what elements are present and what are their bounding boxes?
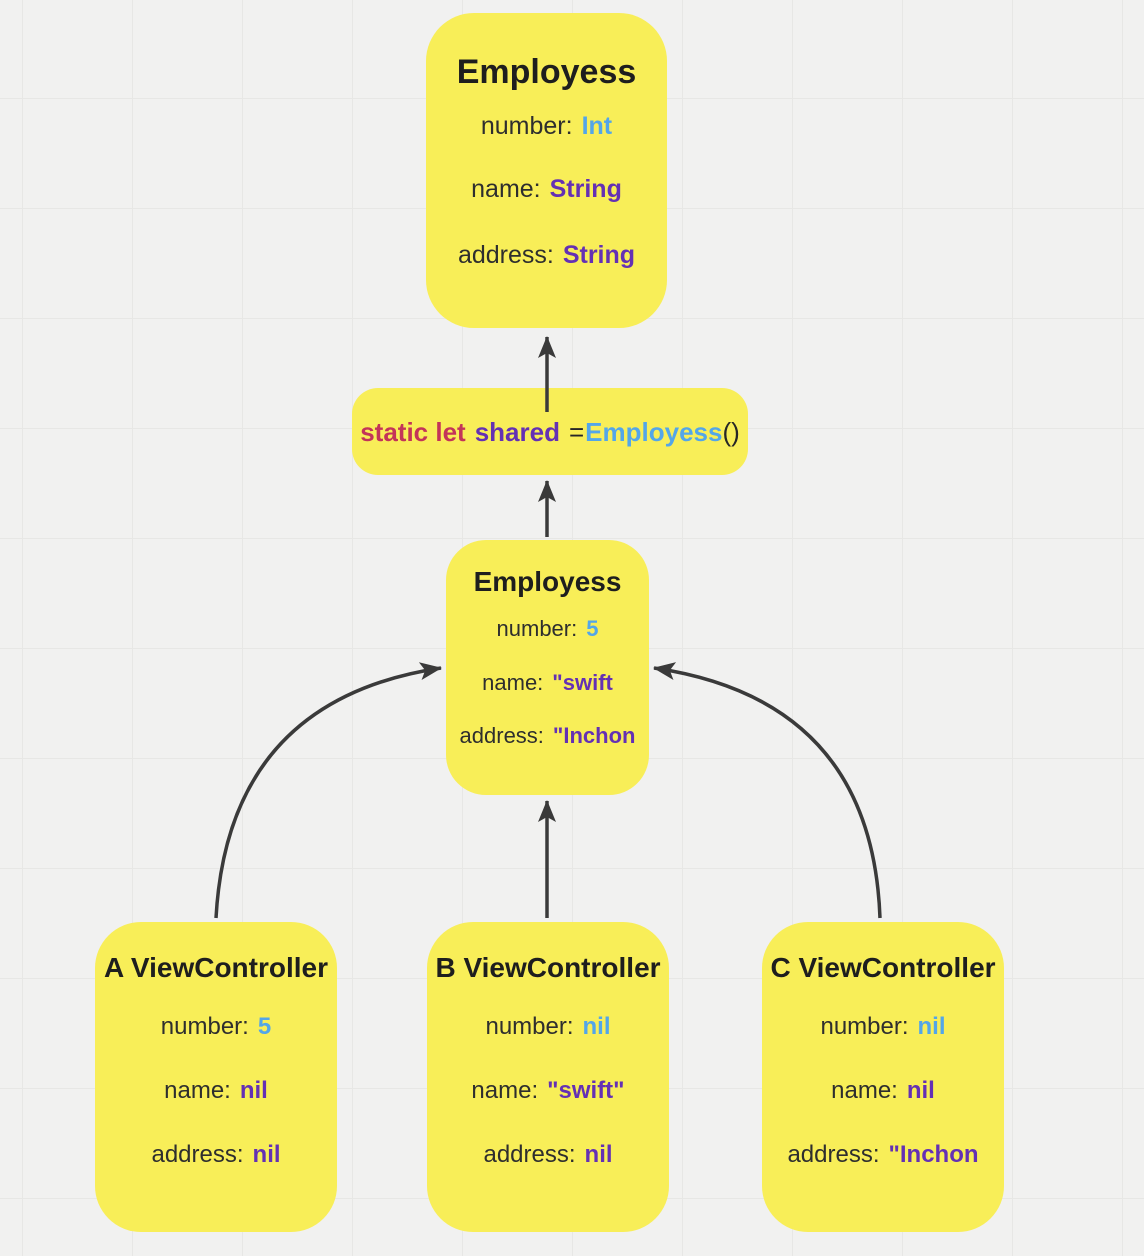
- code-property: shared: [474, 416, 560, 447]
- node-title: Employess: [473, 566, 622, 597]
- field-value: nil: [917, 1013, 946, 1041]
- field-address: address: nil: [483, 1141, 612, 1170]
- field-value: nil: [239, 1076, 268, 1104]
- code-type: Employess: [585, 416, 723, 447]
- field-value: "Inchon: [552, 722, 636, 748]
- field-value: nil: [906, 1076, 935, 1104]
- code-keyword: static let: [360, 416, 466, 447]
- field-value: String: [562, 241, 636, 270]
- field-label: address:: [787, 1140, 880, 1168]
- field-value: nil: [584, 1140, 613, 1168]
- field-name: name: nil: [831, 1077, 935, 1106]
- field-address: address: nil: [151, 1141, 280, 1170]
- field-value: Int: [581, 112, 613, 141]
- arrow-vc-a-to-instance[interactable]: [214, 662, 442, 919]
- node-a-viewcontroller[interactable]: A ViewController number: 5 name: nil add…: [95, 922, 337, 1232]
- field-value: 5: [257, 1013, 272, 1041]
- field-name: name: nil: [164, 1077, 268, 1106]
- field-value: "swift": [547, 1076, 625, 1104]
- node-title: Employess: [456, 53, 637, 91]
- field-value: nil: [252, 1140, 281, 1168]
- field-label: name:: [164, 1076, 231, 1104]
- field-label: name:: [471, 1076, 539, 1104]
- node-b-viewcontroller[interactable]: B ViewController number: nil name: "swif…: [427, 922, 669, 1232]
- field-label: name:: [471, 175, 541, 204]
- field-value: 5: [586, 616, 599, 642]
- node-title: A ViewController: [103, 952, 329, 983]
- node-title: C ViewController: [770, 952, 996, 983]
- field-name: name: "swift": [471, 1077, 624, 1106]
- code-equals: =: [568, 416, 585, 447]
- field-address: address: "Inchon: [460, 723, 636, 749]
- field-number: number: 5: [161, 1013, 271, 1042]
- field-name: name: "swift: [482, 670, 613, 696]
- field-label: address:: [457, 241, 554, 270]
- field-number: number: nil: [485, 1013, 610, 1042]
- field-value: "swift: [552, 669, 613, 695]
- field-value: "Inchon: [888, 1140, 979, 1168]
- arrow-vc-c-to-instance[interactable]: [653, 662, 882, 919]
- field-name: name: String: [471, 174, 622, 204]
- field-label: number:: [480, 112, 573, 141]
- field-number: number: Int: [481, 111, 612, 141]
- code-parens: (): [722, 416, 740, 447]
- node-employess-class[interactable]: Employess number: Int name: String addre…: [426, 13, 667, 328]
- field-value: String: [549, 175, 622, 204]
- field-value: nil: [582, 1013, 611, 1041]
- field-label: address:: [483, 1140, 576, 1168]
- field-label: number:: [485, 1013, 574, 1041]
- node-shared-instance[interactable]: Employess number: 5 name: "swift address…: [446, 540, 649, 795]
- node-c-viewcontroller[interactable]: C ViewController number: nil name: nil a…: [762, 922, 1004, 1232]
- field-label: name:: [482, 669, 544, 695]
- field-number: number: 5: [497, 616, 599, 642]
- field-number: number: nil: [820, 1013, 945, 1042]
- field-label: address:: [459, 722, 544, 748]
- field-label: number:: [820, 1013, 909, 1041]
- field-label: name:: [831, 1076, 898, 1104]
- field-label: number:: [496, 616, 578, 642]
- field-label: address:: [151, 1140, 244, 1168]
- field-label: number:: [160, 1013, 249, 1041]
- field-address: address: "Inchon: [787, 1141, 978, 1170]
- node-singleton-statement[interactable]: static let shared = Employess (): [352, 388, 748, 475]
- node-title: B ViewController: [435, 952, 661, 983]
- field-address: address: String: [458, 240, 635, 270]
